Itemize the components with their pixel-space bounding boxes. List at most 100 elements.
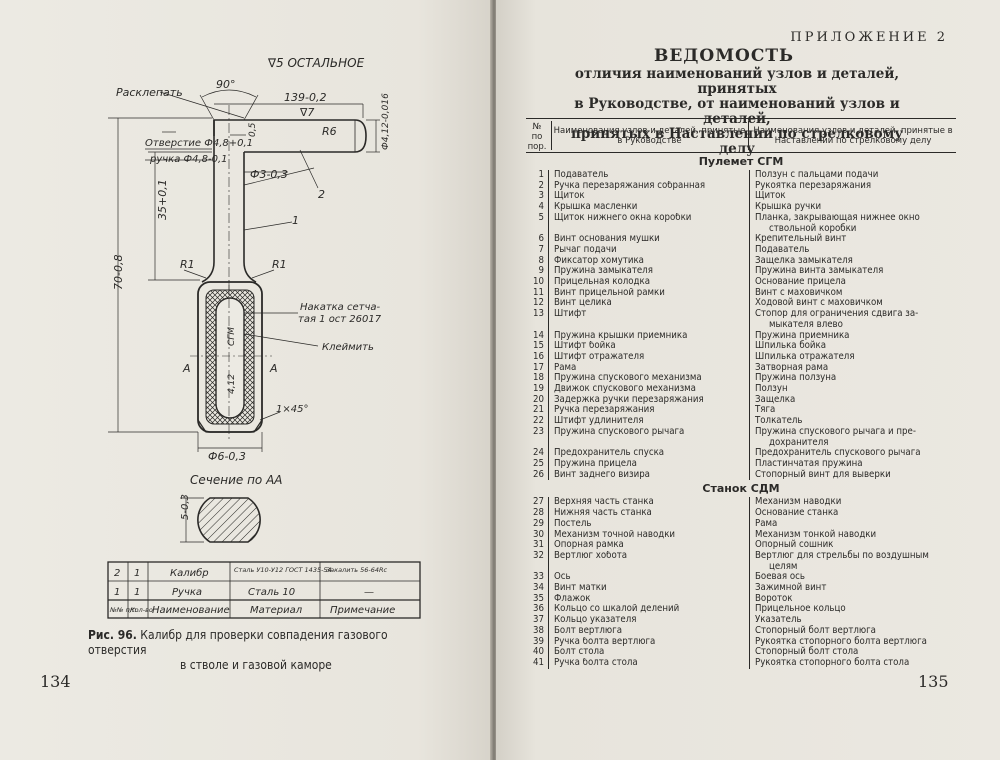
row-instruction-line: ствольной коробки <box>769 222 857 234</box>
row-instruction-name: Тяга <box>749 404 955 417</box>
row-number: 27 <box>533 496 544 508</box>
parts-row1-qty: 1 <box>134 568 140 579</box>
row-number: 4 <box>538 201 545 213</box>
row-number: 1 <box>538 169 545 180</box>
row-instruction-name: Рукоятка стопорного болта вертлюга <box>749 636 955 648</box>
row-instruction-name: Защелка <box>749 394 955 406</box>
label-70: 70-0,8 <box>112 255 125 290</box>
row-instruction-name: Зажимной винт <box>749 582 955 594</box>
label-35: 35+0,1 <box>156 179 169 220</box>
row-number: 24 <box>533 447 544 459</box>
row-manual-name: Щиток <box>548 191 749 203</box>
label-r1-left: R1 <box>180 258 195 271</box>
row-instruction-name: Ходовой винт с маховичком <box>749 298 955 310</box>
section-title: Станок СДМ <box>702 482 780 496</box>
row-manual-name: Винт заднего визира <box>548 469 749 481</box>
row-number: 6 <box>538 233 545 245</box>
row-instruction-line: Стопорный винт для выверки <box>755 468 891 480</box>
row-instruction-name: Рама <box>749 518 955 530</box>
surface-finish-note: ∇5 ОСТАЛЬНОЕ <box>267 56 365 70</box>
row-instruction-name: Защелка замыкателя <box>749 255 955 267</box>
caliber-drawing-svg: ∇5 ОСТАЛЬНОЕ <box>107 56 421 619</box>
parts-row1-no: 2 <box>114 568 120 579</box>
label-hole: Отверстие Ф4,8+0,1 <box>145 138 253 149</box>
row-instruction-line: Крепительный винт <box>755 233 847 245</box>
row-instruction-name: Опорный сошник <box>749 539 955 551</box>
row-manual-name: Задержка ручки перезаряжания <box>548 394 749 406</box>
section-title: Пулемет СГМ <box>698 155 784 168</box>
row-instruction-name: Ползун с пальцами подачи <box>749 169 955 181</box>
subtitle-line-1: отличия наименований узлов и деталей, пр… <box>574 66 900 97</box>
row-manual-name: Штифт отражателя <box>548 351 749 363</box>
row-instruction-line: Механизм тонкой наводки <box>755 528 877 540</box>
dimension-labels: Расклепать 90° 139-0,2 ∇7 R6 Отверстие Ф… <box>112 78 391 463</box>
row-manual-name: Вертлюг хобота <box>548 550 749 573</box>
label-chamfer: 1×45° <box>276 404 308 415</box>
parts-list-table: 2 1 Калибр Сталь У10-У12 ГОСТ 1435-54 За… <box>107 561 421 619</box>
row-instruction-line: Шпилька отражателя <box>755 350 855 362</box>
document-subtitle: отличия наименований узлов и деталей, пр… <box>552 67 922 157</box>
right-page: ПРИЛОЖЕНИЕ 2 ВЕДОМОСТЬ отличия наименова… <box>496 0 1000 760</box>
table-row: 19 Движок спускового механизма Ползун <box>526 383 956 395</box>
row-instruction-line: Пружина ползуна <box>755 372 837 384</box>
row-instruction-line: Подаватель <box>755 243 810 255</box>
parts-row2-no: 1 <box>114 587 120 598</box>
row-instruction-line: Пластинчатая пружина <box>755 457 863 469</box>
row-manual-name: Движок спускового механизма <box>548 384 749 395</box>
subtitle-line-2: в Руководстве, от наименований узлов и д… <box>574 96 900 127</box>
label-phi3: Ф3-0,3 <box>250 168 288 181</box>
row-manual-name: Пружина спускового рычага <box>548 426 749 449</box>
label-05: 0,5 <box>248 122 258 137</box>
row-instruction-name: Указатель <box>749 614 955 626</box>
row-number: 26 <box>533 468 544 480</box>
label-handle-dia: ручка Ф4,8-0,1 <box>149 154 228 165</box>
section-aa-view: 5-0,3 <box>180 494 261 543</box>
row-number: 5 <box>538 211 545 223</box>
row-instruction-line: Прицельное кольцо <box>755 603 846 615</box>
row-instruction-name: Толкатель <box>749 415 955 427</box>
row-instruction-line: Боевая ось <box>755 571 805 583</box>
figure-caption-line1: Калибр для проверки совпадения газового … <box>88 628 388 657</box>
row-instruction-line: Тяга <box>755 404 776 416</box>
row-manual-name: Нижняя часть станка <box>548 508 749 519</box>
appendix-header: ПРИЛОЖЕНИЕ 2 <box>790 30 948 45</box>
parts-row2-qty: 1 <box>134 587 140 598</box>
row-number: 12 <box>533 297 544 309</box>
row-manual-name: Винт прицельной рамки <box>548 287 749 299</box>
row-number: 18 <box>533 372 544 384</box>
row-instruction-line: Вороток <box>755 592 793 604</box>
row-instruction-line: Стопорный болт стола <box>755 646 859 658</box>
row-manual-name: Пружина прицела <box>548 458 749 470</box>
row-number: 22 <box>533 415 544 427</box>
page-number-left: 134 <box>40 672 71 691</box>
row-instruction-name: Пружина приемника <box>749 330 955 342</box>
figure-caption-label: Рис. 96. <box>88 628 137 642</box>
row-instruction-name: Щиток <box>749 191 955 203</box>
row-instruction-name: Основание прицела <box>749 276 955 288</box>
row-number: 32 <box>533 549 544 561</box>
label-length-139: 139-0,2 <box>284 91 326 104</box>
row-instruction-name: Стопорный болт вертлюга <box>749 625 955 637</box>
row-manual-name: Болт стола <box>548 647 749 658</box>
row-manual-name: Предохранитель спуска <box>548 448 749 459</box>
row-manual-name: Верхняя часть станка <box>548 497 749 509</box>
row-instruction-line: Зажимной винт <box>755 582 827 594</box>
parts-row2-note: — <box>364 587 374 598</box>
header-col-manual: Наименования узлов и деталей, принятые в… <box>551 121 747 150</box>
row-number: 19 <box>533 383 544 395</box>
row-instruction-line: Ползун <box>755 383 788 395</box>
row-manual-name: Винт целика <box>548 298 749 310</box>
parts-row1-material: Сталь У10-У12 ГОСТ 1435-54 <box>234 566 332 574</box>
